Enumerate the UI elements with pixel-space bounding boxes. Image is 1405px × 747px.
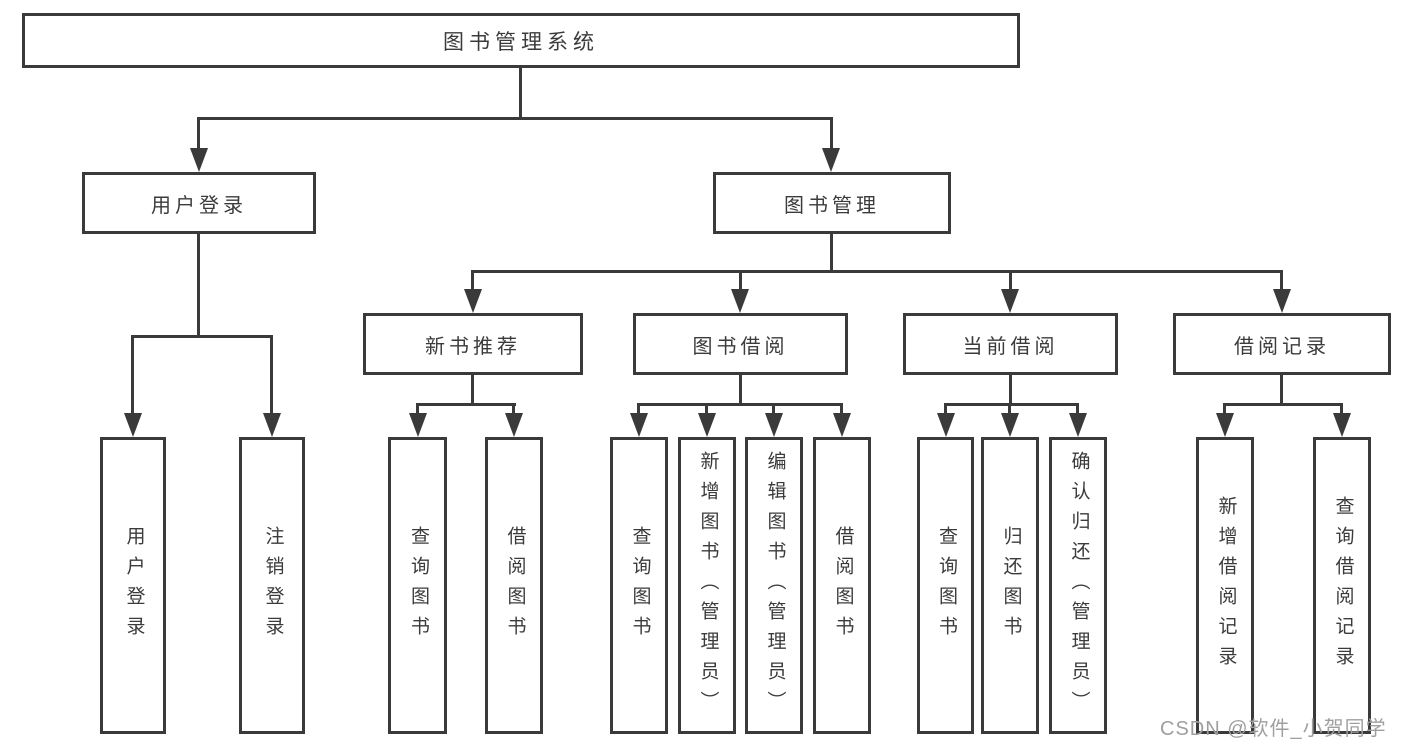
connector-line bbox=[1280, 375, 1283, 405]
leaf-label: 确认归还（管理员） bbox=[1068, 450, 1090, 721]
connector-line bbox=[197, 234, 200, 335]
node-book-management: 图书管理 bbox=[713, 172, 951, 234]
arrow-down-icon bbox=[464, 289, 482, 313]
connector-line bbox=[1340, 403, 1343, 417]
node-label: 图书借阅 bbox=[692, 335, 789, 358]
connector-line bbox=[471, 270, 474, 292]
arrow-down-icon bbox=[1273, 289, 1291, 313]
arrow-down-icon bbox=[124, 413, 142, 437]
arrow-down-icon bbox=[833, 413, 851, 437]
leaf-edit-books-admin: 编辑图书（管理员） bbox=[745, 437, 803, 734]
node-library-management-system: 图书管理系统 bbox=[22, 13, 1020, 68]
leaf-logout: 注销登录 bbox=[239, 437, 305, 734]
leaf-label: 新增图书（管理员） bbox=[697, 450, 719, 721]
connector-line bbox=[637, 403, 640, 417]
connector-line bbox=[637, 403, 842, 406]
arrow-down-icon bbox=[1069, 413, 1087, 437]
leaf-confirm-return-admin: 确认归还（管理员） bbox=[1049, 437, 1107, 734]
leaf-label: 借阅图书 bbox=[504, 525, 526, 646]
connector-line bbox=[270, 335, 273, 415]
arrow-down-icon bbox=[1216, 413, 1234, 437]
connector-line bbox=[519, 68, 522, 118]
watermark: CSDN @软件_小贺同学 bbox=[1160, 718, 1387, 740]
arrow-down-icon bbox=[190, 148, 208, 172]
leaf-label: 用户登录 bbox=[123, 525, 145, 646]
connector-line bbox=[739, 375, 742, 405]
arrow-down-icon bbox=[731, 289, 749, 313]
node-label: 图书管理 bbox=[784, 194, 880, 217]
connector-line bbox=[1223, 403, 1226, 417]
node-book-borrowing: 图书借阅 bbox=[633, 313, 848, 375]
arrow-down-icon bbox=[822, 148, 840, 172]
connector-line bbox=[739, 270, 742, 292]
node-user-login-branch: 用户登录 bbox=[82, 172, 316, 234]
leaf-label: 查询图书 bbox=[935, 525, 957, 646]
arrow-down-icon bbox=[409, 413, 427, 437]
connector-line bbox=[1008, 403, 1011, 417]
connector-line bbox=[1076, 403, 1079, 417]
node-label: 图书管理系统 bbox=[443, 30, 599, 54]
connector-line bbox=[1280, 270, 1283, 292]
node-label: 用户登录 bbox=[151, 194, 247, 217]
leaf-label: 借阅图书 bbox=[832, 525, 854, 646]
connector-line bbox=[512, 403, 515, 417]
leaf-user-login: 用户登录 bbox=[100, 437, 166, 734]
leaf-query-borrow-record: 查询借阅记录 bbox=[1313, 437, 1371, 734]
leaf-label: 归还图书 bbox=[1000, 525, 1022, 646]
leaf-borrow-books-recommend: 借阅图书 bbox=[485, 437, 543, 734]
node-label: 当前借阅 bbox=[962, 335, 1059, 358]
connector-line bbox=[1009, 375, 1012, 405]
node-current-borrowing: 当前借阅 bbox=[903, 313, 1118, 375]
leaf-label: 查询图书 bbox=[407, 525, 429, 646]
arrow-down-icon bbox=[698, 413, 716, 437]
connector-line bbox=[197, 117, 200, 151]
leaf-return-books: 归还图书 bbox=[981, 437, 1039, 734]
arrow-down-icon bbox=[765, 413, 783, 437]
leaf-label: 编辑图书（管理员） bbox=[764, 450, 786, 721]
node-label: 新书推荐 bbox=[425, 335, 521, 358]
connector-line bbox=[416, 403, 419, 417]
connector-line bbox=[1223, 403, 1342, 406]
node-new-book-recommendation: 新书推荐 bbox=[363, 313, 583, 375]
leaf-label: 注销登录 bbox=[262, 525, 284, 646]
leaf-label: 新增借阅记录 bbox=[1215, 495, 1237, 676]
connector-line bbox=[197, 117, 833, 120]
arrow-down-icon bbox=[937, 413, 955, 437]
connector-line bbox=[131, 335, 134, 415]
connector-line bbox=[840, 403, 843, 417]
node-borrowing-records: 借阅记录 bbox=[1173, 313, 1391, 375]
connector-line bbox=[944, 403, 1079, 406]
leaf-query-books-recommend: 查询图书 bbox=[388, 437, 447, 734]
leaf-query-books-borrowing: 查询图书 bbox=[610, 437, 668, 734]
connector-line bbox=[944, 403, 947, 417]
connector-line bbox=[830, 234, 833, 271]
connector-line bbox=[471, 270, 1282, 273]
arrow-down-icon bbox=[1333, 413, 1351, 437]
connector-line bbox=[772, 403, 775, 417]
arrow-down-icon bbox=[263, 413, 281, 437]
leaf-label: 查询图书 bbox=[629, 525, 651, 646]
leaf-borrow-books-borrowing: 借阅图书 bbox=[813, 437, 871, 734]
connector-line bbox=[131, 335, 273, 338]
arrow-down-icon bbox=[630, 413, 648, 437]
leaf-add-borrow-record: 新增借阅记录 bbox=[1196, 437, 1254, 734]
leaf-query-books-current: 查询图书 bbox=[917, 437, 974, 734]
arrow-down-icon bbox=[505, 413, 523, 437]
connector-line bbox=[471, 375, 474, 405]
connector-line bbox=[705, 403, 708, 417]
connector-line bbox=[1009, 270, 1012, 292]
arrow-down-icon bbox=[1001, 413, 1019, 437]
arrow-down-icon bbox=[1001, 289, 1019, 313]
connector-line bbox=[416, 403, 516, 406]
leaf-label: 查询借阅记录 bbox=[1332, 495, 1354, 676]
node-label: 借阅记录 bbox=[1234, 335, 1330, 358]
leaf-add-books-admin: 新增图书（管理员） bbox=[678, 437, 736, 734]
connector-line bbox=[830, 117, 833, 151]
